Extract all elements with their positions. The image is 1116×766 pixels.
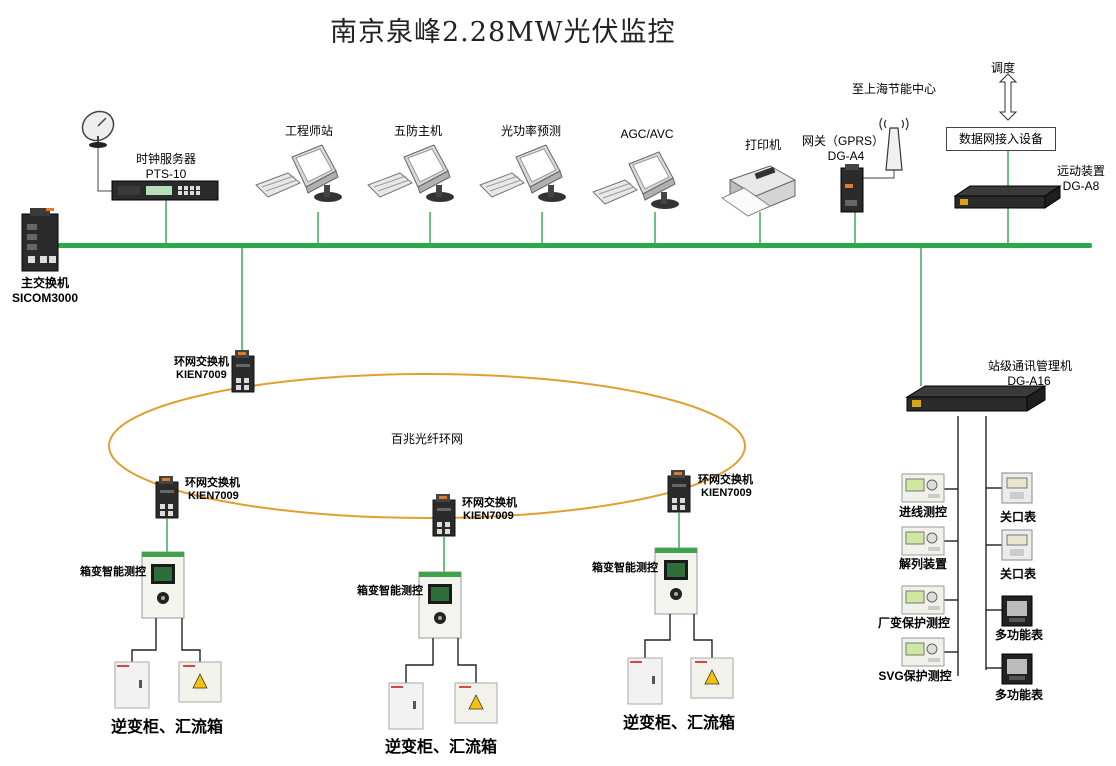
combiner-box-icon xyxy=(690,657,734,699)
meter-icon xyxy=(1001,529,1033,561)
station-manager-model: DG-A16 xyxy=(1007,374,1051,388)
meter-label: 多功能表 xyxy=(994,628,1044,642)
box-controller-label: 箱变智能测控 xyxy=(357,585,423,597)
gateway-model: DG-A4 xyxy=(827,149,865,163)
device-label: 进线测控 xyxy=(898,505,948,519)
data-network-device-box: 数据网接入设备 xyxy=(946,127,1056,151)
manager-branch-lines xyxy=(944,416,1002,676)
antenna-cable xyxy=(97,148,112,192)
relay-device-icon xyxy=(901,473,945,503)
gateway-label: 网关（GPRS） xyxy=(801,134,885,148)
main-switch-icon xyxy=(21,208,59,272)
monitor-icon xyxy=(367,144,455,203)
main-switch-label: 主交换机 xyxy=(20,276,70,290)
main-bus xyxy=(58,243,1092,248)
workstation-label: AGC/AVC xyxy=(620,127,674,141)
inverter-cabinet-icon xyxy=(114,661,150,709)
printer-icon xyxy=(720,165,797,217)
telecontrol-device-icon xyxy=(953,185,1062,209)
station-manager-label: 站级通讯管理机 xyxy=(987,359,1073,373)
gateway-antenna-link xyxy=(863,170,895,179)
page-title: 南京泉峰2.28MW光伏监控 xyxy=(330,17,676,48)
inverter-label: 逆变柜、汇流箱 xyxy=(384,737,498,756)
meter-label: 关口表 xyxy=(999,567,1037,581)
ring-switch-icon xyxy=(667,469,691,513)
workstation-label: 工程师站 xyxy=(284,124,334,138)
inverter-label: 逆变柜、汇流箱 xyxy=(622,713,736,732)
ring-switch-model: KIEN7009 xyxy=(188,490,239,502)
device-label: SVG保护测控 xyxy=(878,669,952,683)
monitor-icon xyxy=(592,151,680,210)
meter-label: 关口表 xyxy=(999,510,1037,524)
main-switch-model: SICOM3000 xyxy=(11,291,79,305)
relay-device-icon xyxy=(901,526,945,556)
fiber-ring xyxy=(108,373,746,519)
clock-server-model: PTS-10 xyxy=(145,167,187,181)
clock-server-icon xyxy=(111,180,219,201)
relay-device-icon xyxy=(901,585,945,615)
double-arrow-icon xyxy=(998,73,1018,121)
cabinet-wiring xyxy=(131,614,713,683)
ring-switch-label: 环网交换机 xyxy=(698,474,753,486)
telecontrol-model: DG-A8 xyxy=(1062,179,1100,193)
meter-icon xyxy=(1001,472,1033,504)
multimeter-icon xyxy=(1001,653,1033,685)
combiner-box-icon xyxy=(454,682,498,724)
ring-switch-icon xyxy=(231,349,255,393)
printer-label: 打印机 xyxy=(744,138,782,152)
device-label: 厂变保护测控 xyxy=(877,616,951,630)
workstation-label: 光功率预测 xyxy=(500,124,562,138)
telecontrol-label: 远动装置 xyxy=(1056,164,1106,178)
ring-switch-model: KIEN7009 xyxy=(701,487,752,499)
multimeter-icon xyxy=(1001,595,1033,627)
remote-center-label: 至上海节能中心 xyxy=(851,82,937,96)
satellite-dish-icon xyxy=(81,110,115,148)
box-controller-label: 箱变智能测控 xyxy=(80,566,146,578)
ring-switch-icon xyxy=(432,493,456,537)
ring-switch-model: KIEN7009 xyxy=(176,369,227,381)
inverter-cabinet-icon xyxy=(627,657,663,705)
ring-label: 百兆光纤环网 xyxy=(390,432,464,446)
inverter-cabinet-icon xyxy=(388,682,424,730)
device-label: 解列装置 xyxy=(898,557,948,571)
ring-switch-model: KIEN7009 xyxy=(463,510,514,522)
ring-switch-label: 环网交换机 xyxy=(462,497,517,509)
monitor-icon xyxy=(479,144,567,203)
bus-drop-lines xyxy=(165,200,1009,386)
dispatch-label: 调度 xyxy=(990,61,1016,75)
box-controller-icon xyxy=(141,551,185,619)
combiner-box-icon xyxy=(178,661,222,703)
workstation-label: 五防主机 xyxy=(393,124,443,138)
inverter-label: 逆变柜、汇流箱 xyxy=(110,717,224,736)
box-controller-icon xyxy=(418,571,462,639)
ring-switch-label: 环网交换机 xyxy=(185,477,240,489)
box-controller-icon xyxy=(654,547,698,615)
monitor-icon xyxy=(255,144,343,203)
clock-server-label: 时钟服务器 xyxy=(135,152,197,166)
ring-switch-icon xyxy=(155,475,179,519)
controller-links xyxy=(166,512,680,572)
gateway-icon xyxy=(840,164,864,213)
relay-device-icon xyxy=(901,637,945,667)
antenna-icon xyxy=(879,117,909,171)
ring-switch-label: 环网交换机 xyxy=(174,356,229,368)
meter-label: 多功能表 xyxy=(994,688,1044,702)
box-controller-label: 箱变智能测控 xyxy=(592,562,658,574)
station-manager-icon xyxy=(905,385,1047,412)
